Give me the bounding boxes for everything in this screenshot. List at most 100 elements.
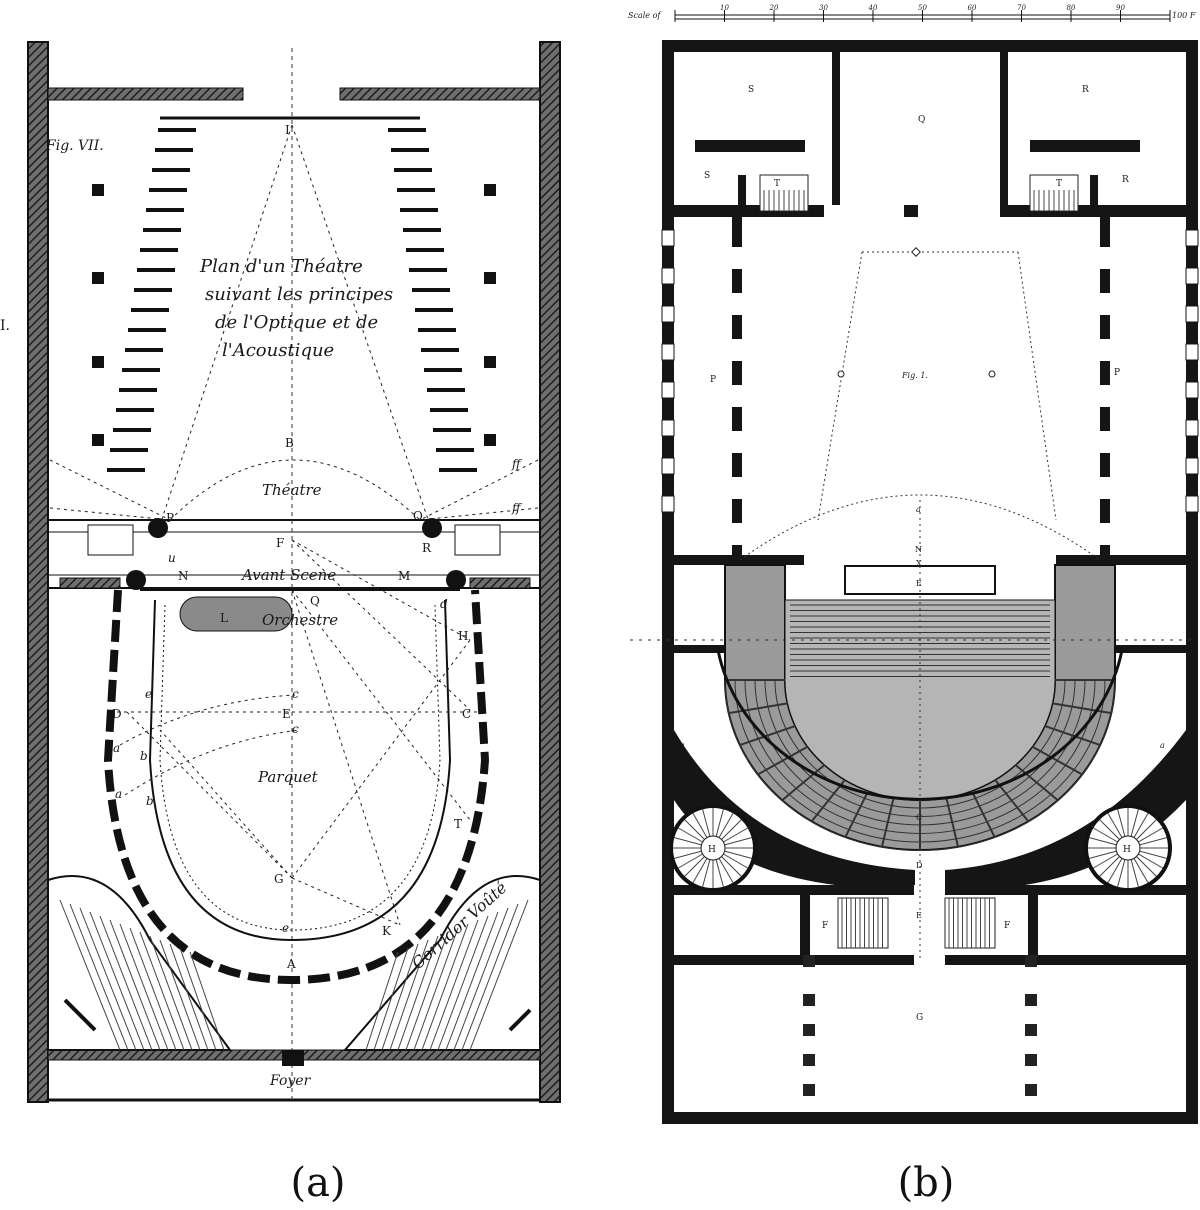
wall-opening <box>1100 293 1110 315</box>
radial-step <box>1136 819 1157 840</box>
stair-F2 <box>944 897 996 949</box>
room-S2: S <box>704 171 710 181</box>
pillar <box>1025 994 1037 1006</box>
letter-R: R <box>422 541 432 555</box>
svg-text:E: E <box>916 911 922 920</box>
wall-opening <box>1100 477 1110 499</box>
radial-step <box>1133 813 1149 838</box>
svg-text:a: a <box>916 505 921 514</box>
wing-left <box>107 468 145 472</box>
orchestra-box <box>844 565 996 595</box>
letter-ff2: ff <box>511 501 523 515</box>
room-H2: H <box>1123 845 1131 855</box>
stair-step <box>445 911 499 1051</box>
stair-step <box>179 947 217 1051</box>
letter-I: I <box>285 123 290 137</box>
window <box>1185 381 1199 399</box>
sight-lines <box>49 124 539 926</box>
axis-letters-b: a N X E C D E a a <box>680 505 1165 920</box>
svg-text:a: a <box>1160 741 1165 750</box>
letter-c1: c <box>292 687 299 701</box>
seat-arc <box>744 679 1096 834</box>
auditorium-u <box>103 589 490 985</box>
wing-right <box>403 228 441 232</box>
room-P1: P <box>710 375 716 385</box>
plan-title-line-4: l'Acoustique <box>222 340 334 361</box>
wing-left <box>116 408 154 412</box>
letter-ff1: ff <box>511 457 523 471</box>
radial-step <box>678 853 703 869</box>
room-F2: F <box>1004 921 1010 931</box>
window <box>661 267 675 285</box>
room-S1: S <box>748 85 754 95</box>
radial-step <box>1093 853 1118 869</box>
wall-opening <box>732 431 742 453</box>
letter-c2: c <box>292 722 299 736</box>
letter-u: u <box>168 551 176 565</box>
letter-C: C <box>462 707 471 721</box>
seat-arc <box>764 679 1076 817</box>
plan-title-line-2: suivant les principes <box>205 284 393 305</box>
radial-step <box>1093 827 1118 843</box>
stair-step <box>69 903 129 1051</box>
caption-b: (b) <box>897 1160 955 1206</box>
wing-right <box>391 148 429 152</box>
radial-step <box>721 856 742 877</box>
scale-tick-label: 70 <box>1017 4 1026 12</box>
stair-step <box>119 923 169 1051</box>
letter-H: H <box>458 629 468 643</box>
wing-left <box>149 188 187 192</box>
wing-left <box>131 308 169 312</box>
stair-step <box>453 907 509 1051</box>
letter-K: K <box>382 924 392 938</box>
stair-step <box>469 899 529 1051</box>
radial-step <box>1138 853 1163 869</box>
door-gap-2 <box>918 205 1000 217</box>
proscenium <box>59 518 531 591</box>
panel-a-theatre-plan: Fig. VII. I. Plan d'un Théatre suivant l… <box>0 0 600 1150</box>
stage-walls <box>661 217 1199 557</box>
letter-M: M <box>398 569 410 583</box>
window <box>1185 457 1199 475</box>
letter-a1: a <box>113 741 120 755</box>
stair-step <box>405 931 449 1051</box>
wing-right <box>397 188 435 192</box>
wing-right <box>412 288 450 292</box>
scale-tick-label: 20 <box>769 4 779 12</box>
radial-step <box>1117 859 1126 887</box>
stage-trapezoid <box>739 251 1101 561</box>
door-gap <box>824 205 904 217</box>
radial-step <box>1139 850 1167 859</box>
radial-step <box>1107 813 1123 838</box>
radial-step <box>674 850 702 859</box>
plan-a-letters: I B F P O R N M Q L H D E C G T K A d u … <box>112 123 523 971</box>
scale-tick-label: 80 <box>1067 4 1076 12</box>
window <box>661 495 675 513</box>
radial-step <box>1130 809 1139 837</box>
letter-A: A <box>286 957 296 971</box>
wing-left <box>110 448 148 452</box>
wing-right <box>418 328 456 332</box>
stair-step <box>99 915 153 1051</box>
window <box>1185 267 1199 285</box>
radial-step <box>723 853 748 869</box>
scale-tick-label: 60 <box>968 4 977 12</box>
seat-arc <box>724 679 1116 851</box>
letter-T: T <box>454 817 462 831</box>
window <box>1185 419 1199 437</box>
window <box>1185 343 1199 361</box>
radial-step <box>684 856 705 877</box>
window <box>661 419 675 437</box>
wing-left <box>113 428 151 432</box>
edge-mark: I. <box>0 318 10 334</box>
radial-step <box>692 813 708 838</box>
radial-step <box>678 827 703 843</box>
window <box>661 305 675 323</box>
wall-opening <box>732 339 742 361</box>
foyer-pillars <box>803 955 1037 1096</box>
plan-a-drawing: Fig. VII. I. Plan d'un Théatre suivant l… <box>0 41 561 1103</box>
wall-opening <box>1100 523 1110 545</box>
radial-step <box>724 837 752 846</box>
letter-B: B <box>285 436 294 450</box>
